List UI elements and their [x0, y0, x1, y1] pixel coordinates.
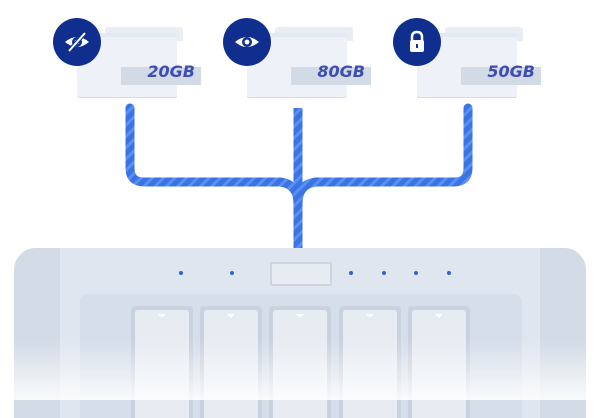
status-led — [414, 271, 418, 275]
lock-icon — [393, 18, 441, 66]
status-led — [179, 271, 183, 275]
folder-size-label: 80GB — [317, 62, 365, 81]
bottom-fade — [0, 340, 600, 400]
folder-size-label: 50GB — [487, 62, 535, 81]
storage-diagram: 20GB 80GB 50 — [0, 18, 600, 418]
connector-left — [125, 103, 303, 209]
nas-display — [270, 262, 332, 286]
status-led — [382, 271, 386, 275]
status-led — [447, 271, 451, 275]
status-led — [230, 271, 234, 275]
connector-right — [293, 103, 473, 209]
folder-locked: 50GB — [393, 18, 541, 105]
eye-icon — [223, 18, 271, 66]
status-led — [349, 271, 353, 275]
folder-size-label: 20GB — [147, 62, 195, 81]
folder-visible: 80GB — [223, 18, 371, 105]
eye-slash-icon — [53, 18, 101, 66]
connector-lines — [125, 103, 473, 250]
folder-hidden: 20GB — [53, 18, 201, 105]
